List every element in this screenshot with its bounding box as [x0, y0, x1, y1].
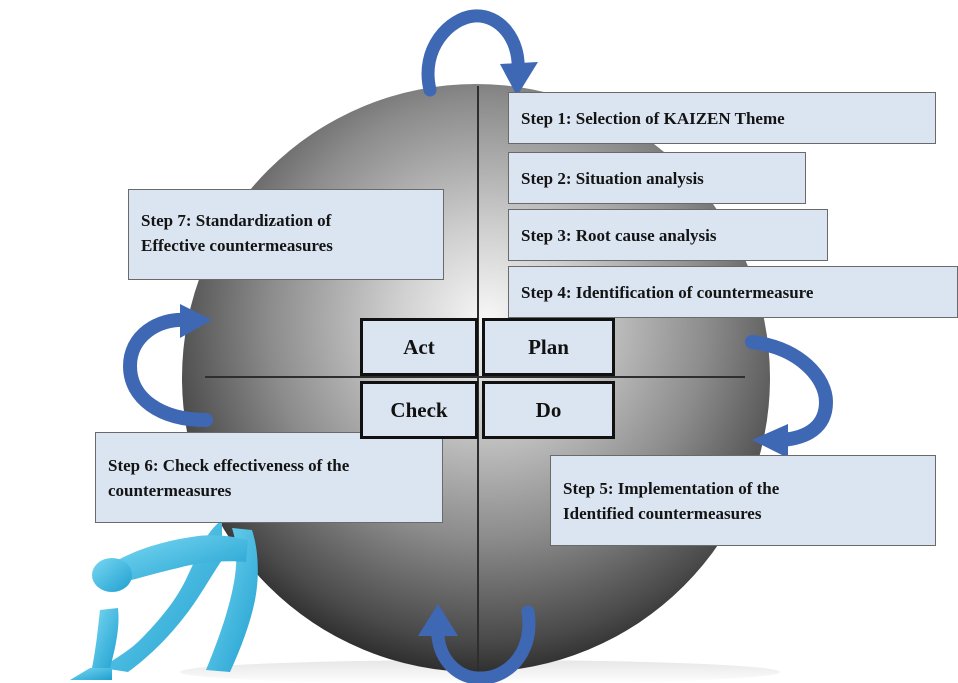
- step-6-box: Step 6: Check effectiveness of the count…: [95, 432, 443, 523]
- step-2-box: Step 2: Situation analysis: [508, 152, 806, 204]
- step-7-box: Step 7: Standardization of Effective cou…: [128, 189, 444, 280]
- curved-arrow-icon: [418, 604, 536, 683]
- curved-arrow-icon: [421, 9, 538, 97]
- step-5-box: Step 5: Implementation of the Identified…: [550, 455, 936, 546]
- step-3-box: Step 3: Root cause analysis: [508, 209, 828, 261]
- step-1-box: Step 1: Selection of KAIZEN Theme: [508, 92, 936, 144]
- curved-arrow-icon: [745, 335, 834, 458]
- pdca-plan: Plan: [482, 318, 615, 376]
- pdca-act: Act: [360, 318, 478, 376]
- pushing-figure-icon: [70, 520, 258, 680]
- curved-arrow-icon: [122, 304, 213, 427]
- pdca-do: Do: [482, 381, 615, 439]
- pdca-check: Check: [360, 381, 478, 439]
- step-4-box: Step 4: Identification of countermeasure: [508, 266, 958, 318]
